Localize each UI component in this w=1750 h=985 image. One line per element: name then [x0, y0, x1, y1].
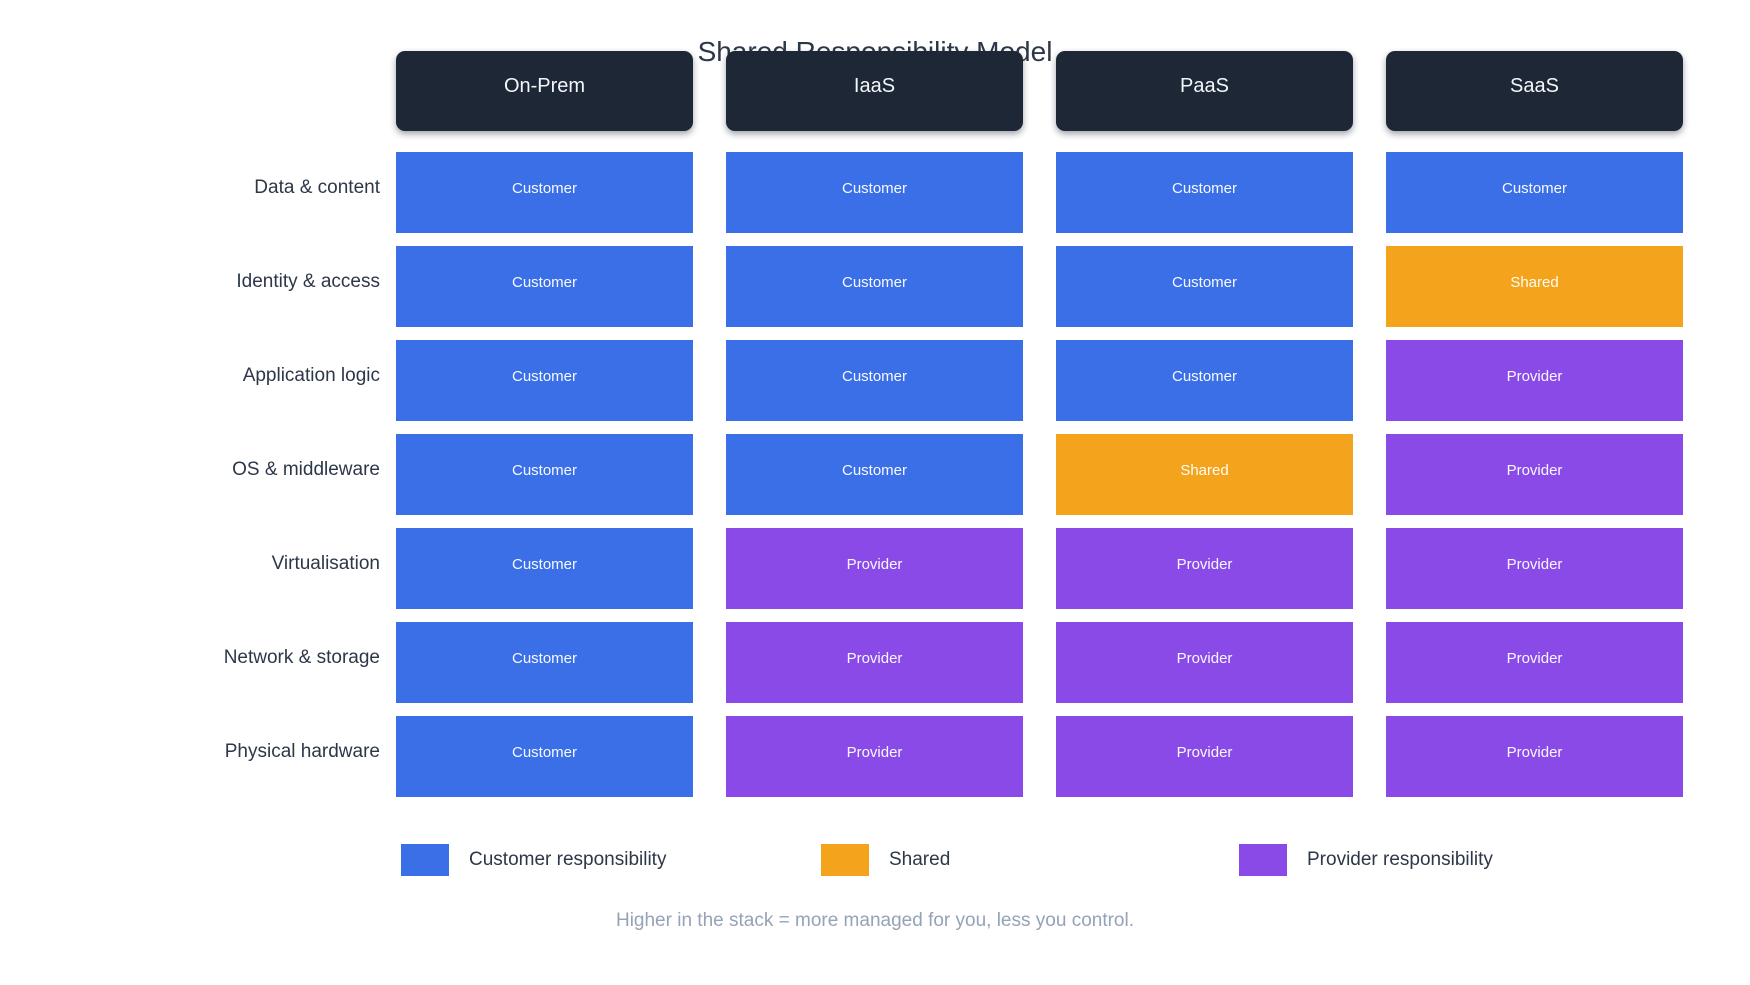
matrix-cell-r4-c2: Provider	[1056, 528, 1353, 609]
matrix-cell-r0-c3: Customer	[1386, 152, 1683, 233]
row-label-data-content: Data & content	[254, 177, 380, 198]
matrix-cell-r2-c3: Provider	[1386, 340, 1683, 421]
matrix-cell-r5-c1: Provider	[726, 622, 1023, 703]
row-label-application-logic: Application logic	[242, 365, 380, 386]
legend-label-shared: Shared	[889, 849, 951, 870]
column-header-iaas: IaaS	[726, 51, 1023, 131]
matrix-cell-r2-c0: Customer	[396, 340, 693, 421]
column-header-paas: PaaS	[1056, 51, 1353, 131]
matrix-cell-r0-c0: Customer	[396, 152, 693, 233]
row-label-network-storage: Network & storage	[223, 647, 380, 668]
matrix-cell-r3-c3: Provider	[1386, 434, 1683, 515]
legend-label-customer: Customer responsibility	[469, 849, 667, 870]
matrix-cell-r4-c0: Customer	[396, 528, 693, 609]
matrix-grid: Customer Customer Customer Customer Cust…	[396, 152, 1683, 797]
row-label-identity-access: Identity & access	[236, 271, 380, 292]
legend-item-provider: Provider responsibility	[1239, 844, 1493, 876]
row-label-os-middleware: OS & middleware	[232, 459, 380, 480]
matrix-cell-r4-c3: Provider	[1386, 528, 1683, 609]
matrix-cell-r3-c0: Customer	[396, 434, 693, 515]
matrix-cell-r3-c1: Customer	[726, 434, 1023, 515]
matrix-cell-r1-c2: Customer	[1056, 246, 1353, 327]
column-header-saas: SaaS	[1386, 51, 1683, 131]
legend-swatch-customer	[401, 844, 449, 876]
legend-label-provider: Provider responsibility	[1307, 849, 1493, 870]
matrix-cell-r6-c2: Provider	[1056, 716, 1353, 797]
column-headers: On-Prem IaaS PaaS SaaS	[396, 51, 1683, 131]
column-header-on-prem: On-Prem	[396, 51, 693, 131]
matrix-cell-r6-c1: Provider	[726, 716, 1023, 797]
row-labels: Data & content Identity & access Applica…	[40, 152, 380, 797]
matrix-cell-r6-c3: Provider	[1386, 716, 1683, 797]
matrix-cell-r1-c1: Customer	[726, 246, 1023, 327]
legend-swatch-provider	[1239, 844, 1287, 876]
matrix-cell-r3-c2: Shared	[1056, 434, 1353, 515]
row-label-virtualisation: Virtualisation	[271, 553, 380, 574]
legend-item-customer: Customer responsibility	[401, 844, 666, 876]
row-label-physical-hardware: Physical hardware	[224, 741, 380, 762]
matrix-cell-r2-c2: Customer	[1056, 340, 1353, 421]
matrix-cell-r2-c1: Customer	[726, 340, 1023, 421]
legend-swatch-shared	[821, 844, 869, 876]
matrix-cell-r1-c3: Shared	[1386, 246, 1683, 327]
matrix-cell-r5-c2: Provider	[1056, 622, 1353, 703]
matrix-cell-r5-c3: Provider	[1386, 622, 1683, 703]
legend-item-shared: Shared	[821, 844, 950, 876]
matrix-cell-r0-c1: Customer	[726, 152, 1023, 233]
matrix-cell-r1-c0: Customer	[396, 246, 693, 327]
matrix-cell-r0-c2: Customer	[1056, 152, 1353, 233]
matrix-cell-r5-c0: Customer	[396, 622, 693, 703]
matrix-cell-r6-c0: Customer	[396, 716, 693, 797]
matrix-cell-r4-c1: Provider	[726, 528, 1023, 609]
footnote: Higher in the stack = more managed for y…	[615, 910, 1134, 931]
